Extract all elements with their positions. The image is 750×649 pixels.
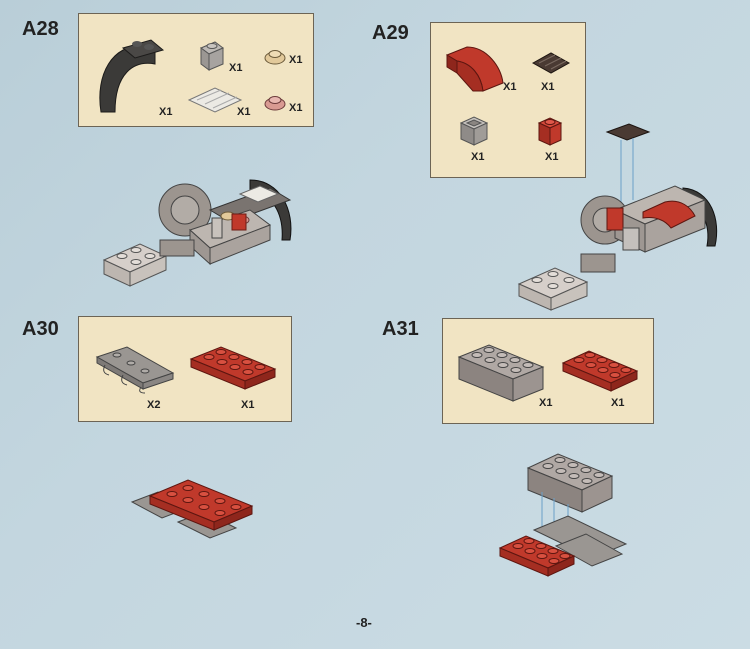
red-2x4-plate-icon (189, 346, 277, 390)
step-label-a30: A30 (22, 318, 59, 340)
qty-a28-arch: X1 (159, 106, 173, 118)
white-grille-plate-icon (187, 87, 243, 113)
step-label-a28: A28 (22, 18, 59, 40)
grey-2x4-brick-icon (457, 344, 545, 402)
pink-round-plate-icon (264, 96, 286, 111)
qty-a29-grey-corner: X1 (471, 151, 485, 163)
qty-a31-red-plate: X1 (611, 397, 625, 409)
step-label-a31: A31 (382, 318, 419, 340)
parts-box-a30: X2 X1 (78, 316, 292, 422)
red-1x1-brick-icon (537, 117, 563, 146)
assembly-a31-illustration (498, 453, 628, 577)
grey-corner-brick-icon (459, 116, 489, 146)
assembly-a29-illustration (517, 123, 718, 311)
dark-grille-tile-icon (531, 52, 571, 74)
grey-1x1-brick-icon (200, 41, 224, 71)
grey-clip-plate-icon (95, 346, 175, 394)
qty-a29-dark-grille: X1 (541, 81, 555, 93)
assembly-a28-illustration (102, 179, 292, 287)
tan-round-plate-icon (264, 50, 286, 65)
qty-a30-clip-plate: X2 (147, 399, 161, 411)
step-label-a29: A29 (372, 22, 409, 44)
parts-box-a31: X1 X1 (442, 318, 654, 424)
parts-box-a28: X1 X1 X1 X1 X1 (78, 13, 314, 127)
parts-box-a29: X1 X1 X1 X1 (430, 22, 586, 178)
dark-arch-brick-icon (99, 39, 165, 113)
qty-a28-white-grille: X1 (237, 106, 251, 118)
qty-a31-grey-brick: X1 (539, 397, 553, 409)
qty-a29-red-slope: X1 (503, 81, 517, 93)
qty-a28-grey-brick: X1 (229, 62, 243, 74)
qty-a29-red-brick: X1 (545, 151, 559, 163)
red-2x4-plate-icon (561, 350, 639, 392)
red-curved-slope-icon (445, 46, 504, 92)
qty-a28-tan-round: X1 (289, 54, 303, 66)
qty-a28-pink-round: X1 (289, 102, 303, 114)
page-number: -8- (356, 615, 372, 630)
assembly-a30-illustration (130, 479, 254, 539)
qty-a30-red-plate: X1 (241, 399, 255, 411)
